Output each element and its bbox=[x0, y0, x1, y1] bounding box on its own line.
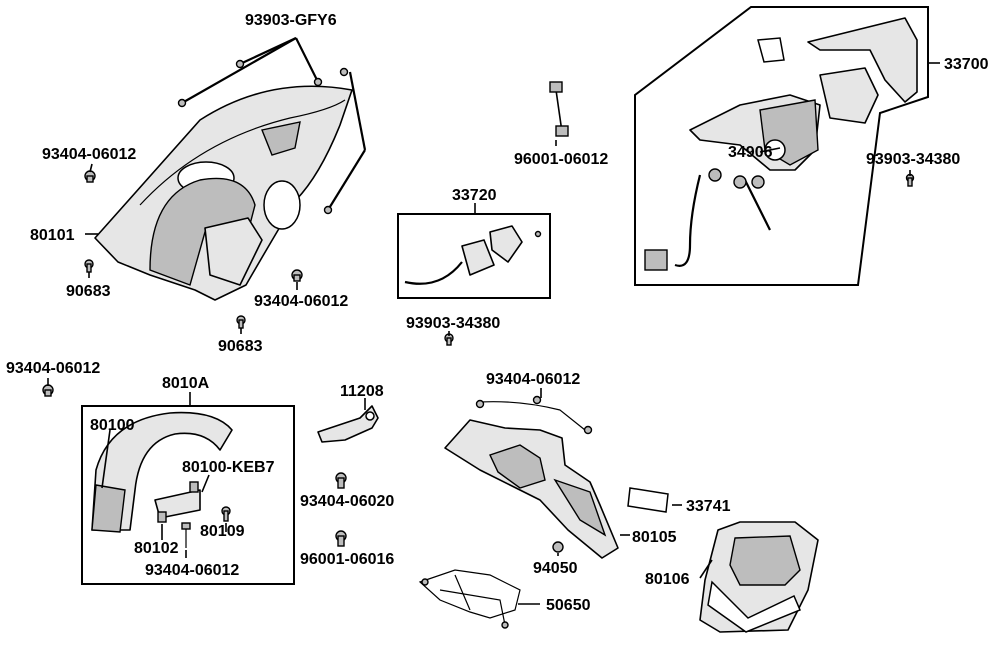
label-33741: 33741 bbox=[686, 498, 731, 515]
license-light-part bbox=[404, 225, 542, 285]
bolt-93404-center bbox=[291, 269, 303, 282]
label-93404-06012-e: 93404-06012 bbox=[145, 562, 239, 579]
front-fender-part bbox=[91, 411, 233, 533]
label-80100-keb7: 80100-KEB7 bbox=[182, 459, 275, 476]
screws-93903-gfy6 bbox=[177, 37, 367, 215]
washer-94050 bbox=[552, 541, 564, 553]
bolt-93404-fender bbox=[181, 522, 191, 548]
label-93903-gfy6: 93903-GFY6 bbox=[245, 12, 337, 29]
bracket-50650-part bbox=[418, 569, 521, 629]
bolt-93404-far-left bbox=[42, 384, 54, 397]
rear-mudguard-part bbox=[444, 395, 619, 559]
label-33720: 33720 bbox=[452, 187, 497, 204]
bolt-93404-left bbox=[84, 170, 96, 183]
license-light-assembly-frame bbox=[397, 213, 551, 299]
label-80102: 80102 bbox=[134, 540, 179, 557]
label-50650: 50650 bbox=[546, 597, 591, 614]
label-33700: 33700 bbox=[944, 56, 989, 73]
bolt-80109 bbox=[221, 506, 231, 522]
clip-90683-bottom bbox=[236, 315, 246, 329]
label-93903-34380-right: 93903-34380 bbox=[866, 151, 960, 168]
bracket-11208-part bbox=[317, 405, 379, 443]
label-96001-06016: 96001-06016 bbox=[300, 551, 394, 568]
label-90683-a: 90683 bbox=[66, 283, 111, 300]
label-93903-34380-center: 93903-34380 bbox=[406, 315, 500, 332]
label-80100: 80100 bbox=[90, 417, 135, 434]
label-93404-06012-b: 93404-06012 bbox=[254, 293, 348, 310]
bolt-93404-06020 bbox=[335, 472, 347, 489]
tail-light-assembly-part bbox=[644, 17, 918, 271]
label-80105: 80105 bbox=[632, 529, 677, 546]
label-94050: 94050 bbox=[533, 560, 578, 577]
rear-cover-80106-part bbox=[699, 521, 819, 633]
label-80109: 80109 bbox=[200, 523, 245, 540]
label-80106: 80106 bbox=[645, 571, 690, 588]
clip-90683-left bbox=[84, 259, 94, 273]
label-93404-06012-a: 93404-06012 bbox=[42, 146, 136, 163]
label-11208: 11208 bbox=[340, 383, 384, 400]
front-fender-assembly-frame bbox=[81, 405, 295, 585]
label-90683-b: 90683 bbox=[218, 338, 263, 355]
screw-93903-34380-right bbox=[905, 173, 915, 187]
bolt-96001-06016 bbox=[335, 530, 347, 547]
inner-rear-fender-part bbox=[94, 37, 367, 301]
reflector-33741-part bbox=[627, 487, 669, 513]
label-93404-06012-d: 93404-06012 bbox=[486, 371, 580, 388]
leader-lines bbox=[47, 62, 940, 605]
bolt-96001-06012 bbox=[549, 81, 569, 137]
label-34906: 34906 bbox=[728, 144, 773, 161]
label-96001-06012: 96001-06012 bbox=[514, 151, 608, 168]
label-8010a: 8010A bbox=[162, 375, 210, 392]
rear-light-assembly-frame bbox=[634, 6, 929, 286]
fender-oval-right bbox=[263, 180, 301, 230]
label-80101: 80101 bbox=[30, 227, 75, 244]
screw-93903-34380-center bbox=[444, 333, 454, 346]
label-93404-06012-c: 93404-06012 bbox=[6, 360, 100, 377]
label-93404-06020: 93404-06020 bbox=[300, 493, 394, 510]
